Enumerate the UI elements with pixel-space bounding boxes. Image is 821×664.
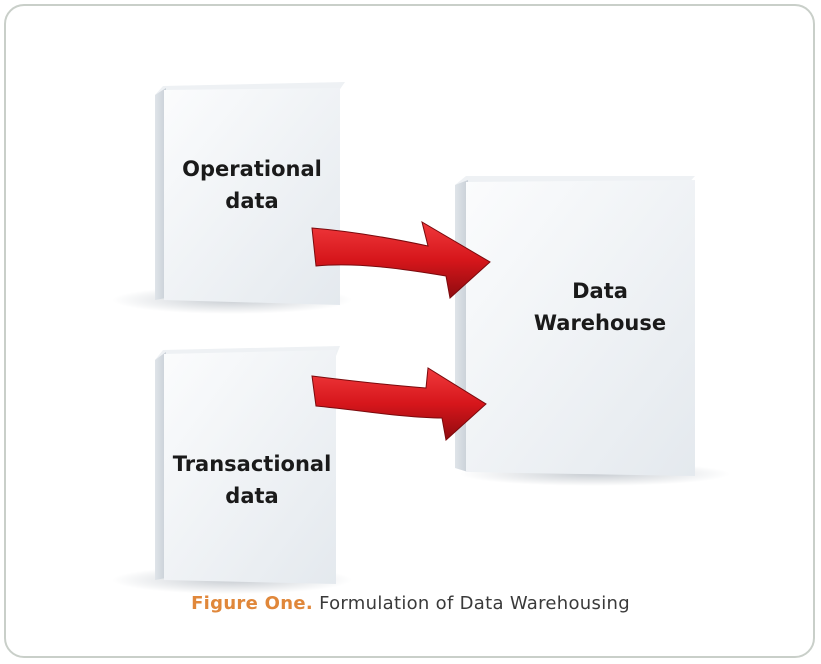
arrow-transactional-to-warehouse — [311, 367, 487, 441]
transactional-data-label: Transactional data — [164, 448, 340, 512]
warehouse-label-line2: Warehouse — [533, 311, 667, 335]
caption-lead: Figure One. — [191, 593, 314, 614]
arrow-operational-to-warehouse — [311, 220, 491, 299]
data-warehouse-label: Data Warehouse — [500, 275, 700, 339]
transactional-label-line2: data — [225, 484, 279, 508]
operational-label-line1: Operational — [182, 157, 322, 181]
operational-data-box — [112, 82, 352, 314]
operational-data-label: Operational data — [164, 153, 340, 217]
transactional-data-box — [112, 346, 352, 594]
operational-label-line2: data — [225, 189, 279, 213]
warehouse-label-line1: Data — [572, 279, 628, 303]
caption-text: Formulation of Data Warehousing — [319, 593, 630, 614]
transactional-label-line1: Transactional — [172, 452, 332, 476]
figure-caption: Figure One. Formulation of Data Warehous… — [0, 593, 821, 614]
